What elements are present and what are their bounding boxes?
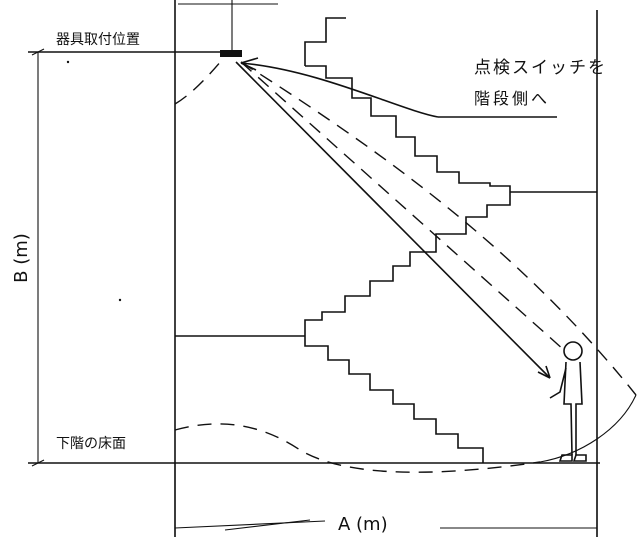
dot	[66, 60, 70, 64]
right-illumination-curve	[539, 394, 637, 463]
person-figure	[549, 341, 587, 462]
switch-note-line1: 点検スイッチを	[474, 58, 607, 78]
switch-note-line2: 階段側へ	[474, 89, 550, 108]
floor-illumination-curve	[174, 423, 541, 473]
upper-stair-top	[304, 17, 346, 66]
lower-stair-flight	[304, 336, 484, 463]
sight-line-dashed	[240, 61, 565, 351]
lower-floor-label: 下階の床面	[56, 436, 126, 452]
dimension-b-tick-bottom	[31, 459, 45, 467]
middle-stair-flight	[304, 193, 511, 336]
fixture-position-label: 器具取付位置	[56, 32, 140, 48]
dimension-a-label: A (m)	[338, 514, 388, 535]
upper-stair-flight	[305, 65, 511, 193]
light-fixture	[220, 50, 242, 57]
dimension-b-tick-top	[31, 48, 45, 56]
dimension-b-label: B (m)	[11, 233, 32, 283]
light-spread-left	[174, 59, 223, 105]
light-spread-arc	[240, 61, 637, 396]
dimension-a-arrow	[224, 519, 311, 531]
sight-line-solid	[235, 61, 551, 379]
switch-leader-curve	[240, 62, 439, 118]
dimension-a-line-left	[174, 520, 326, 529]
dot	[118, 298, 122, 302]
sight-line-arrowhead	[537, 365, 551, 379]
